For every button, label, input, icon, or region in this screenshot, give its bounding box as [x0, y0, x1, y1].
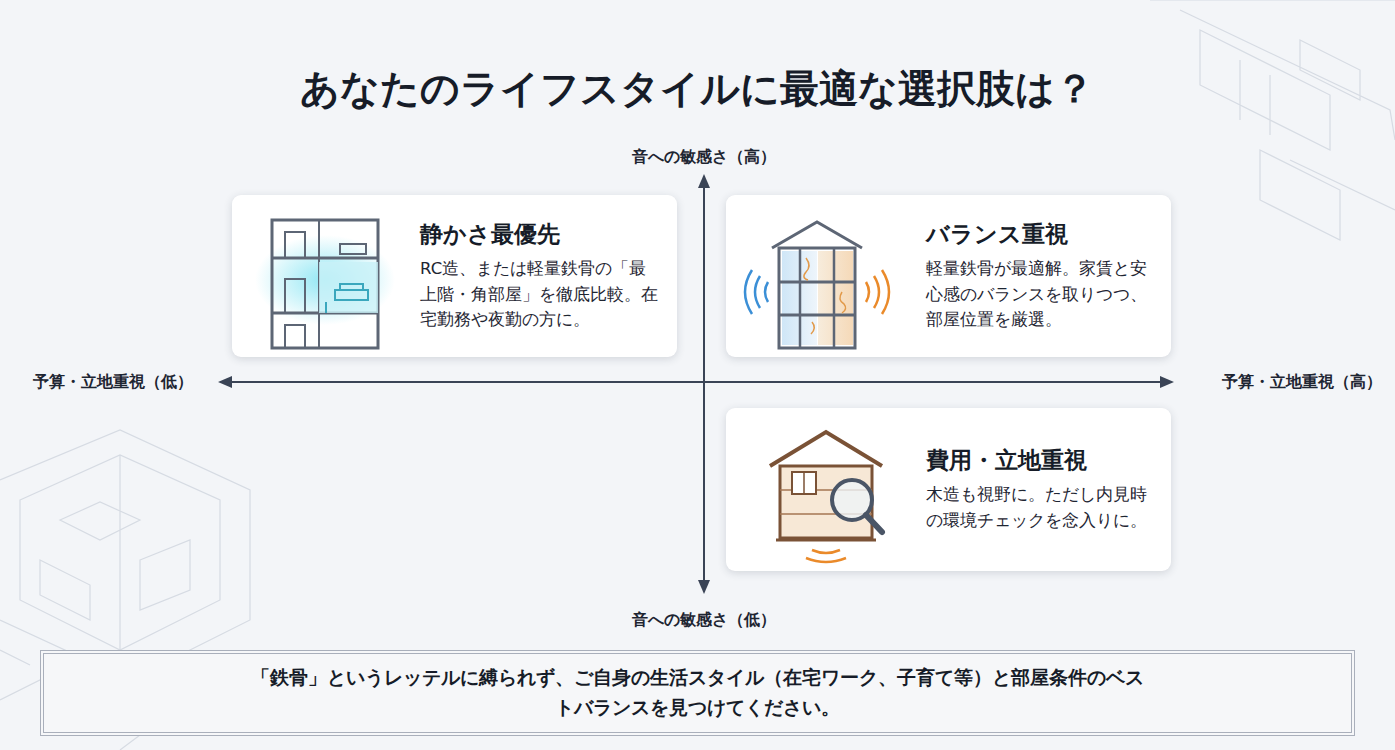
quiet-building-icon: [255, 220, 395, 348]
diagram-title: あなたのライフスタイルに最適な選択肢は？: [300, 62, 1094, 116]
card-text: 静かさ最優先 RC造、または軽量鉄骨の「最上階・角部屋」を徹底比較。在宅勤務や夜勤…: [420, 219, 660, 333]
axis-label: 音への敏感さ（低）: [629, 610, 779, 631]
axis-label: 予算・立地重視（低）: [30, 372, 196, 393]
quadrant-card: 静かさ最優先 RC造、または軽量鉄骨の「最上階・角部屋」を徹底比較。在宅勤務や夜勤…: [232, 195, 677, 357]
wooden-house-icon: [770, 432, 882, 562]
quadrant-card: 費用・立地重視木造も視野に。ただし内見時の環境チェックを念入りに。: [726, 408, 1171, 571]
card-text: 費用・立地重視木造も視野に。ただし内見時の環境チェックを念入りに。: [926, 445, 1156, 533]
card-heading: バランス重視: [926, 219, 1156, 250]
card-text: バランス重視軽量鉄骨が最適解。家賃と安心感のバランスを取りつつ、部屋位置を厳選。: [926, 219, 1156, 333]
caption-text: 「鉄骨」というレッテルに縛られず、ご自身の生活スタイル（在宅ワーク、子育て等）と…: [248, 663, 1148, 722]
card-heading: 費用・立地重視: [926, 445, 1156, 476]
axis-label: 予算・立地重視（高）: [1219, 372, 1385, 393]
axis-label: 音への敏感さ（高）: [629, 147, 779, 168]
caption-band: 「鉄骨」というレッテルに縛られず、ご自身の生活スタイル（在宅ワーク、子育て等）と…: [40, 650, 1355, 736]
balance-building-icon: [745, 222, 889, 348]
card-body: RC造、または軽量鉄骨の「最上階・角部屋」を徹底比較。在宅勤務や夜勤の方に。: [420, 256, 660, 333]
card-body: 木造も視野に。ただし内見時の環境チェックを念入りに。: [926, 482, 1156, 533]
card-body: 軽量鉄骨が最適解。家賃と安心感のバランスを取りつつ、部屋位置を厳選。: [926, 256, 1156, 333]
quadrant-card: バランス重視軽量鉄骨が最適解。家賃と安心感のバランスを取りつつ、部屋位置を厳選。: [726, 195, 1171, 357]
card-heading: 静かさ最優先: [420, 219, 660, 250]
